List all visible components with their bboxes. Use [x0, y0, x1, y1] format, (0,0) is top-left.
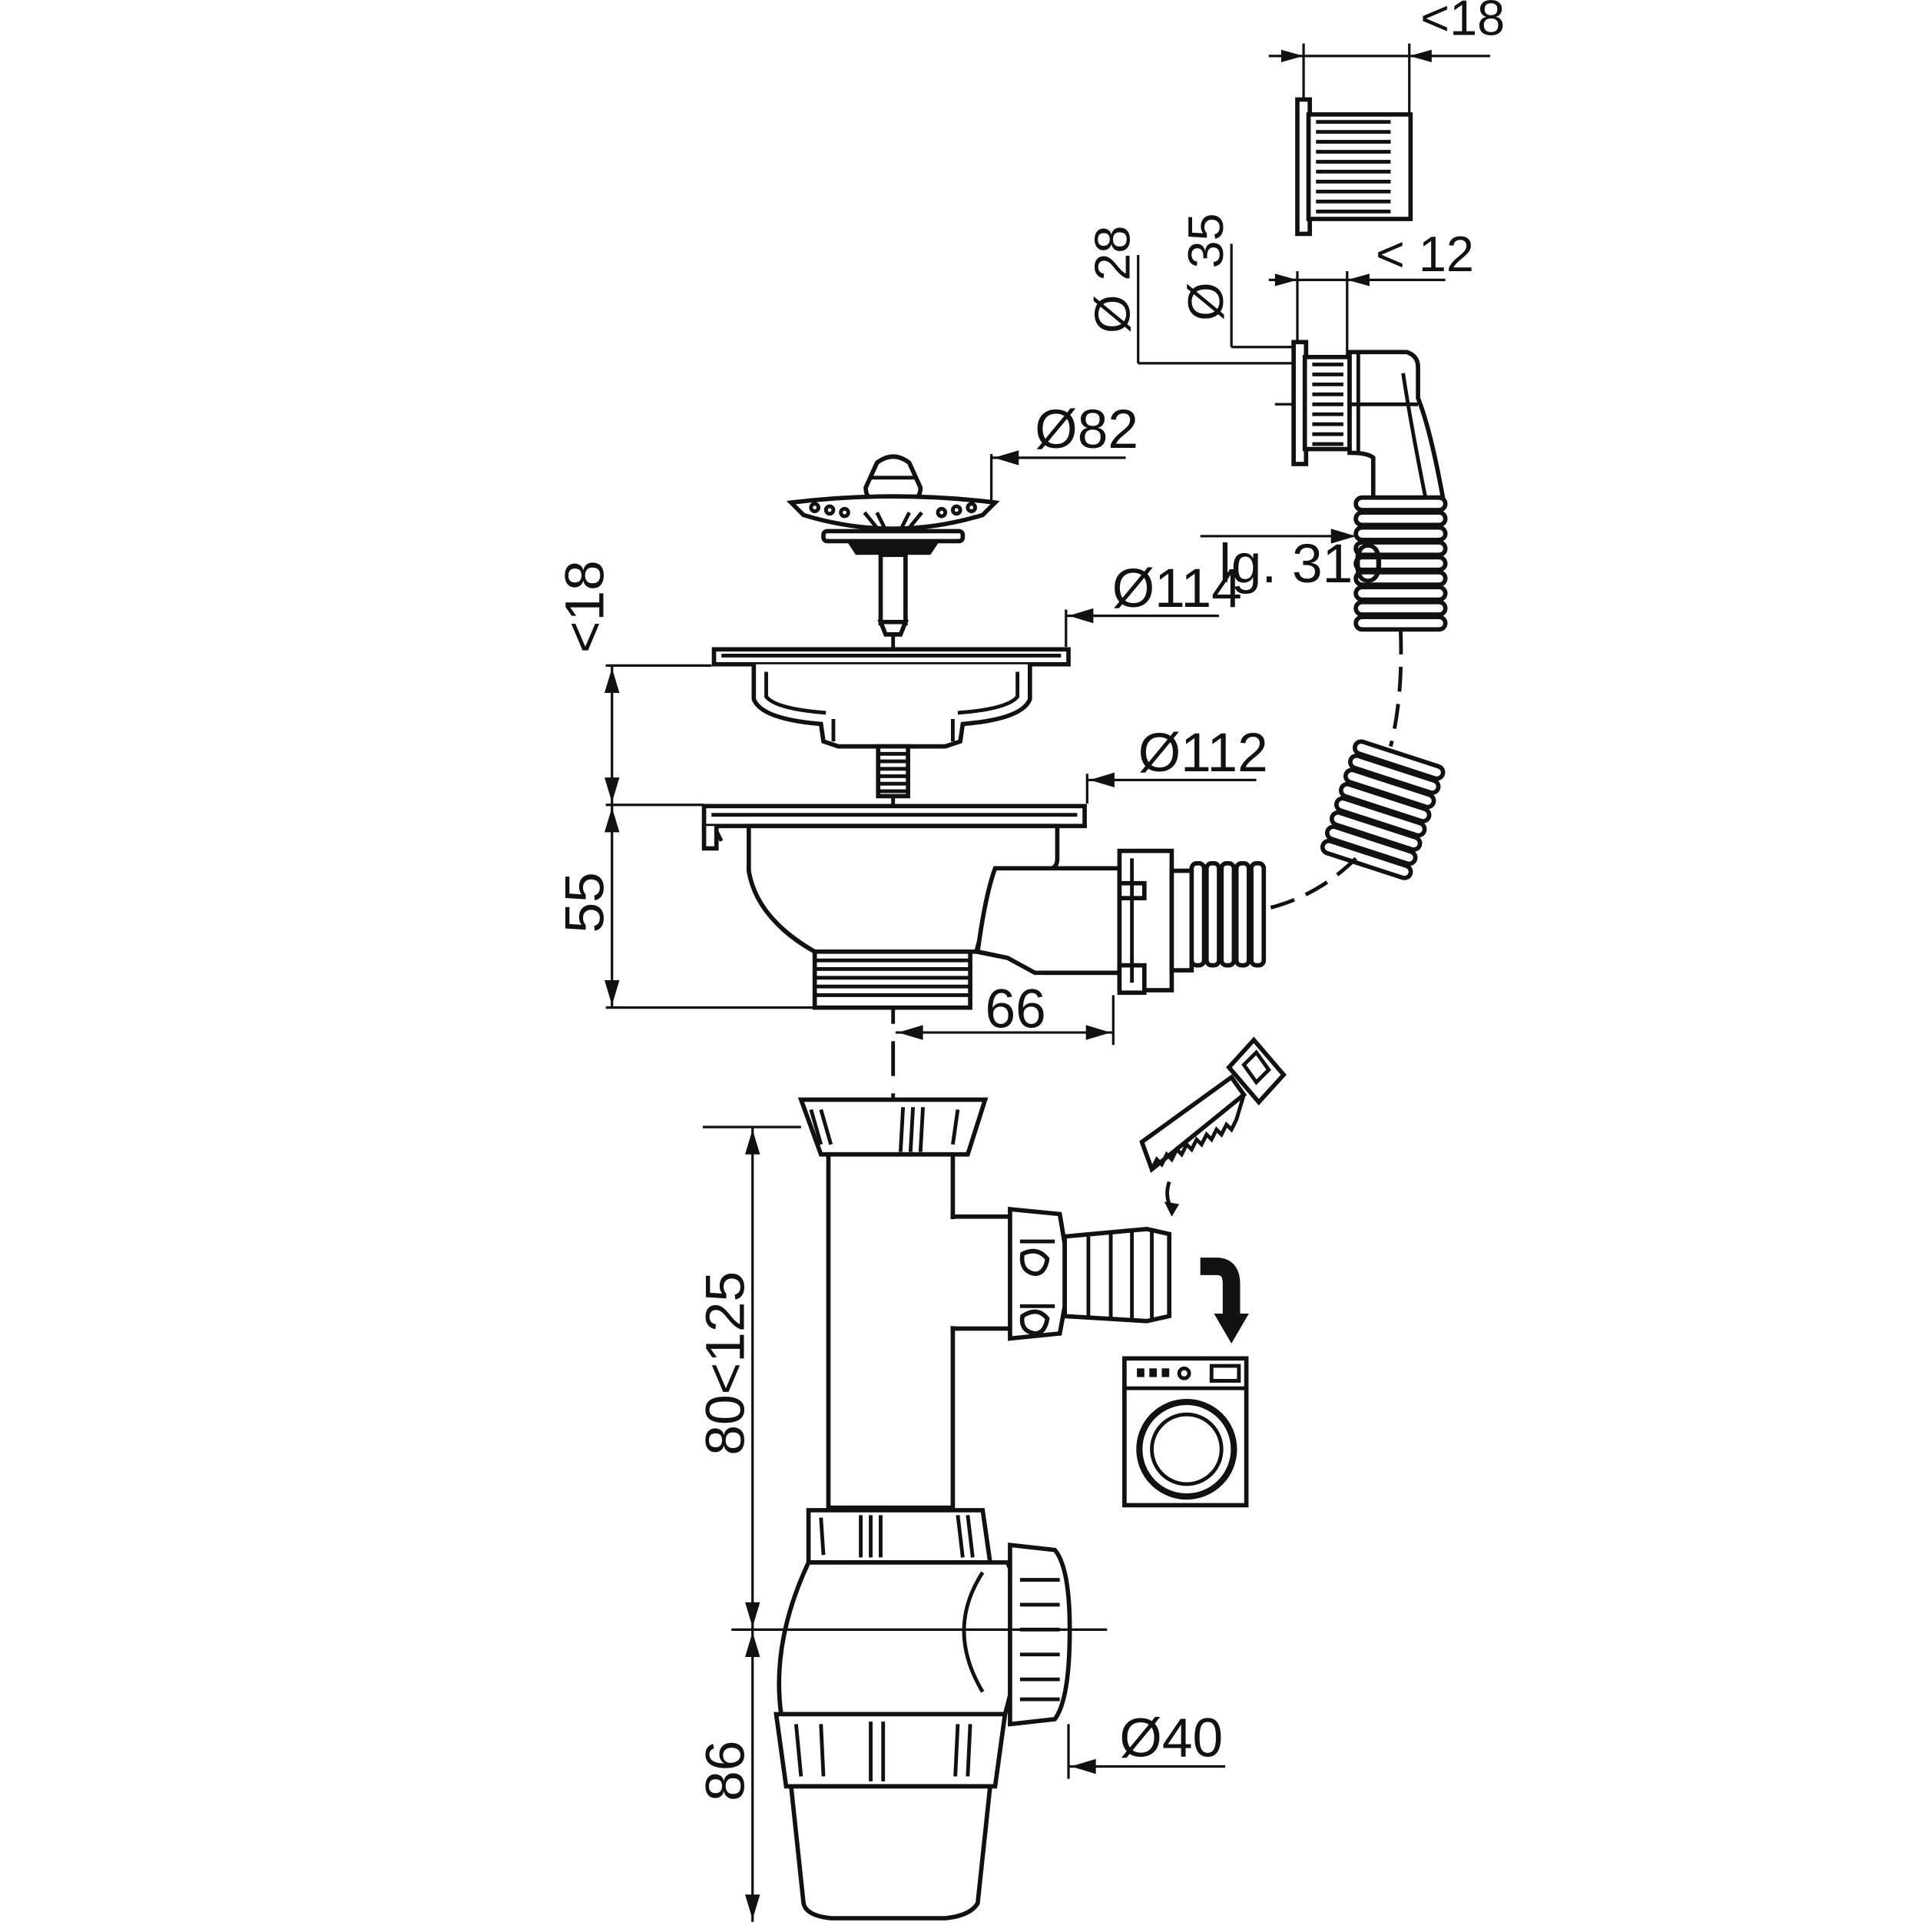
hose-connection-dashed [1268, 857, 1357, 910]
label-bottle-height: 86 [694, 1741, 756, 1801]
dimension-trap: 80<125 86 [694, 1125, 1108, 1922]
dimension-body-diameter: Ø112 [1085, 722, 1268, 804]
dimension-overflow: < 12 Ø 28 Ø 35 [1084, 213, 1474, 406]
dimension-flange-diameter: Ø114 [1065, 558, 1242, 648]
strainer-basket [786, 454, 1000, 637]
label-outlet-diameter: Ø40 [1119, 1708, 1223, 1769]
dimension-cap-depth: <18 [1268, 0, 1505, 114]
label-body-diameter: Ø112 [1138, 722, 1268, 784]
label-body-height: 55 [554, 872, 615, 933]
corrugated-hose-upper [1353, 495, 1448, 632]
dimension-outlet-offset: 66 [895, 979, 1115, 1046]
bottle-trap [774, 1097, 1172, 1920]
outlet-corrugated [1189, 860, 1267, 968]
label-trap-height: 80<125 [694, 1271, 756, 1456]
label-d28: Ø 28 [1084, 226, 1140, 333]
overflow-elbow [1291, 340, 1446, 500]
dimension-hose-length: lg. 310 [1200, 529, 1383, 595]
dimension-strainer: Ø82 [990, 399, 1138, 502]
label-strainer-diameter: Ø82 [1035, 399, 1138, 460]
label-hose-length: lg. 310 [1219, 533, 1383, 595]
corrugated-hose-lower [1320, 739, 1446, 880]
dimension-outlet-diameter: Ø40 [1067, 1708, 1226, 1779]
hose-path-dashed [1389, 629, 1403, 747]
label-overflow-depth: < 12 [1376, 226, 1474, 282]
saw-icon [1139, 1036, 1287, 1217]
label-d35: Ø 35 [1178, 213, 1234, 320]
curved-arrow-down-icon [1200, 1258, 1249, 1344]
dimension-heights: <18 55 [554, 560, 815, 1009]
drain-body [701, 804, 1194, 1010]
overflow-cap [1295, 97, 1413, 237]
label-flange-height: <18 [554, 560, 615, 653]
label-outlet-offset: 66 [986, 979, 1046, 1040]
washing-machine-icon [1122, 1356, 1249, 1508]
sink-flange [711, 647, 1071, 799]
label-cap-depth: <18 [1420, 0, 1505, 45]
label-flange-diameter: Ø114 [1112, 558, 1242, 619]
